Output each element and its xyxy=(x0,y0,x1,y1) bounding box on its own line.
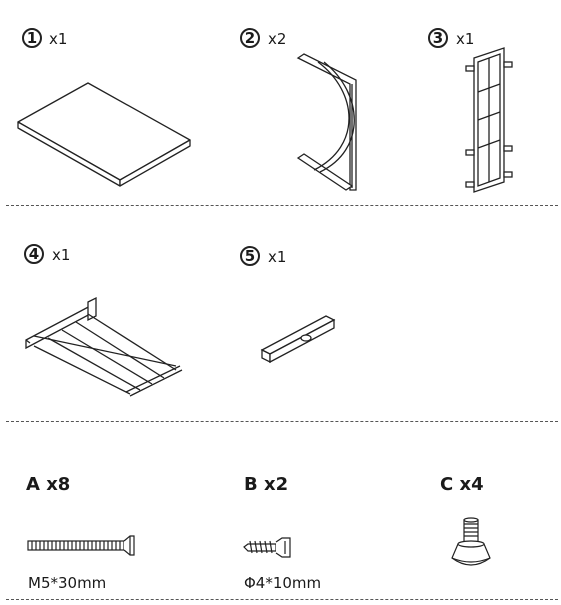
part-4-number-badge: 4 xyxy=(24,244,44,264)
section-divider-2 xyxy=(6,421,558,422)
hardware-b-label: B x2 xyxy=(244,474,289,495)
part-4-quantity: x1 xyxy=(52,246,71,264)
hardware-b-spec: Φ4*10mm xyxy=(244,574,322,592)
part-2-number-badge: 2 xyxy=(240,28,260,48)
part-3-number-badge: 3 xyxy=(428,28,448,48)
part-1-number-badge: 1 xyxy=(22,28,42,48)
hardware-c-label: C x4 xyxy=(440,474,484,495)
part-5-quantity: x1 xyxy=(268,248,287,266)
hardware-a-spec: M5*30mm xyxy=(28,574,107,592)
hardware-a-label: A x8 xyxy=(26,474,71,495)
section-divider-3 xyxy=(6,599,558,600)
part-5-number-badge: 5 xyxy=(240,246,260,266)
part-1-quantity: x1 xyxy=(49,30,68,48)
part-3-quantity: x1 xyxy=(456,30,475,48)
part-2-quantity: x2 xyxy=(268,30,287,48)
section-divider-1 xyxy=(6,205,558,206)
